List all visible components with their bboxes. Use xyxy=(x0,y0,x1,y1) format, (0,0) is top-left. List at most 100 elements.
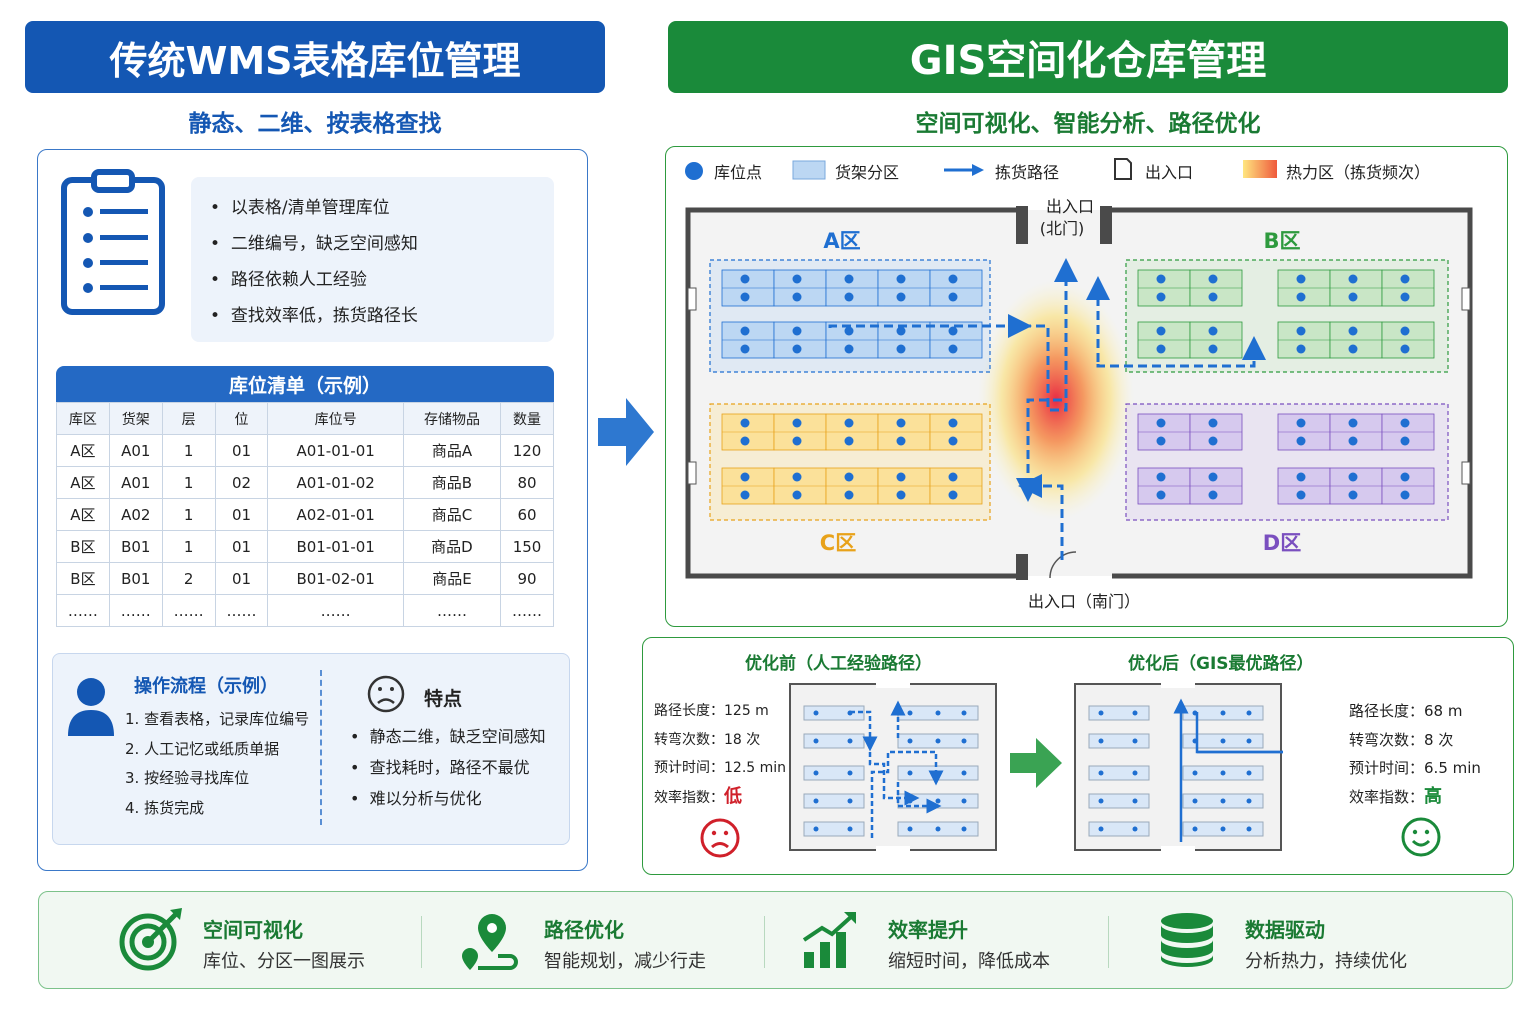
location-dot xyxy=(1156,344,1166,354)
mini-dot xyxy=(1132,798,1138,804)
mini-gate xyxy=(1161,682,1195,688)
location-dot xyxy=(844,344,854,354)
mini-dot xyxy=(1220,710,1226,716)
location-dot xyxy=(844,292,854,302)
right-title-bar: GIS空间化仓库管理 xyxy=(668,21,1508,93)
stat-row: 转弯次数：18 次 xyxy=(654,726,786,755)
feature-sub: 库位、分区一图展示 xyxy=(203,951,365,972)
location-dot xyxy=(1400,274,1410,284)
stat-row: 预计时间：6.5 min xyxy=(1349,754,1481,783)
left-subtitle: 静态、二维、按表格查找 xyxy=(188,111,442,137)
location-dot xyxy=(896,326,906,336)
location-dot xyxy=(1208,418,1218,428)
mini-dot xyxy=(961,770,967,776)
after-title: 优化后（GIS最优路径） xyxy=(1128,654,1314,674)
location-dot xyxy=(844,472,854,482)
stat-value: 18 次 xyxy=(724,731,761,748)
location-dot xyxy=(1400,344,1410,354)
stat-label: 预计时间： xyxy=(1349,759,1425,777)
mini-dot xyxy=(847,770,853,776)
location-dot xyxy=(896,490,906,500)
sad-face-icon xyxy=(367,675,405,713)
table-cell: 01 xyxy=(214,498,269,531)
side-door xyxy=(1461,287,1471,311)
feature-title: 效率提升 xyxy=(888,918,968,942)
location-dot xyxy=(740,292,750,302)
mini-dot xyxy=(1246,826,1252,832)
stat-label: 效率指数： xyxy=(1349,787,1425,806)
table-cell: B区 xyxy=(56,530,110,563)
after-route-map xyxy=(1074,682,1283,852)
location-dot xyxy=(740,490,750,500)
location-dot xyxy=(792,344,802,354)
mini-dot xyxy=(1098,798,1104,804)
features-title: 特点 xyxy=(424,688,463,710)
location-dot xyxy=(948,472,958,482)
table-cell: A01 xyxy=(108,466,163,499)
stat-row: 路径长度：125 m xyxy=(654,697,786,726)
left-bullet: • 以表格/清单管理库位 xyxy=(210,198,390,218)
mini-route xyxy=(1197,750,1283,754)
table-cell: 1 xyxy=(161,498,216,531)
feature-text: 难以分析与优化 xyxy=(369,789,482,808)
mini-gate xyxy=(876,846,910,852)
location-dot xyxy=(1348,490,1358,500)
bullet-text: 二维编号，缺乏空间感知 xyxy=(230,234,418,254)
before-stats: 路径长度：125 m 转弯次数：18 次 预计时间：12.5 min 效率指数：… xyxy=(654,697,786,812)
feature-text: 静态二维，缺乏空间感知 xyxy=(369,727,546,746)
stat-label: 效率指数： xyxy=(654,789,724,806)
mini-dot xyxy=(813,738,819,744)
location-dot xyxy=(1296,326,1306,336)
door-swing xyxy=(1049,551,1077,579)
table-cell: …… xyxy=(108,594,163,627)
mini-dot xyxy=(1132,710,1138,716)
process-step: 2. 人工记忆或纸质单据 xyxy=(125,739,280,758)
stat-label: 转弯次数： xyxy=(654,731,724,748)
gate-pillar xyxy=(1016,554,1028,580)
clipboard-icon xyxy=(61,169,165,315)
mini-route xyxy=(850,710,878,752)
before-route-map xyxy=(789,682,997,852)
mini-dot xyxy=(1132,770,1138,776)
location-dot xyxy=(1208,436,1218,446)
legend-label: 库位点 xyxy=(714,163,763,182)
location-dot xyxy=(1400,292,1410,302)
mini-dot xyxy=(1246,738,1252,744)
mini-dot xyxy=(1098,770,1104,776)
feature-text: 查找耗时，路径不最优 xyxy=(369,758,530,777)
left-bullet: • 路径依赖人工经验 xyxy=(210,270,367,290)
mini-shelf xyxy=(1088,765,1150,781)
mini-dot xyxy=(1220,770,1226,776)
table-header-cell: 货架 xyxy=(108,402,163,435)
process-divider xyxy=(320,670,322,825)
location-dot xyxy=(792,326,802,336)
location-dot xyxy=(948,274,958,284)
mini-dot xyxy=(907,738,913,744)
mini-dot xyxy=(1132,738,1138,744)
divider xyxy=(421,916,422,968)
process-step: 3. 按经验寻找库位 xyxy=(125,769,250,787)
table-cell: 02 xyxy=(214,466,269,499)
location-dot xyxy=(948,490,958,500)
table-cell: 商品B xyxy=(402,466,502,499)
table-cell: B01 xyxy=(108,530,163,563)
table-cell: A01 xyxy=(108,434,163,467)
table-row: …………………………………… xyxy=(56,594,554,627)
stat-label: 转弯次数： xyxy=(1349,730,1425,749)
location-dot xyxy=(740,472,750,482)
pick-path xyxy=(1018,474,1064,560)
table-header-cell: 层 xyxy=(161,402,216,435)
location-dot xyxy=(844,436,854,446)
heat-swatch xyxy=(1243,160,1277,178)
mini-dot xyxy=(847,738,853,744)
table-cell: 2 xyxy=(161,562,216,595)
location-dot xyxy=(1348,344,1358,354)
location-dot xyxy=(896,344,906,354)
smile-face-icon xyxy=(1401,817,1441,857)
location-dot xyxy=(1156,418,1166,428)
left-bullet-box xyxy=(191,177,554,342)
legend-label: 拣货路径 xyxy=(995,163,1060,182)
stat-value: 12.5 min xyxy=(724,760,787,776)
